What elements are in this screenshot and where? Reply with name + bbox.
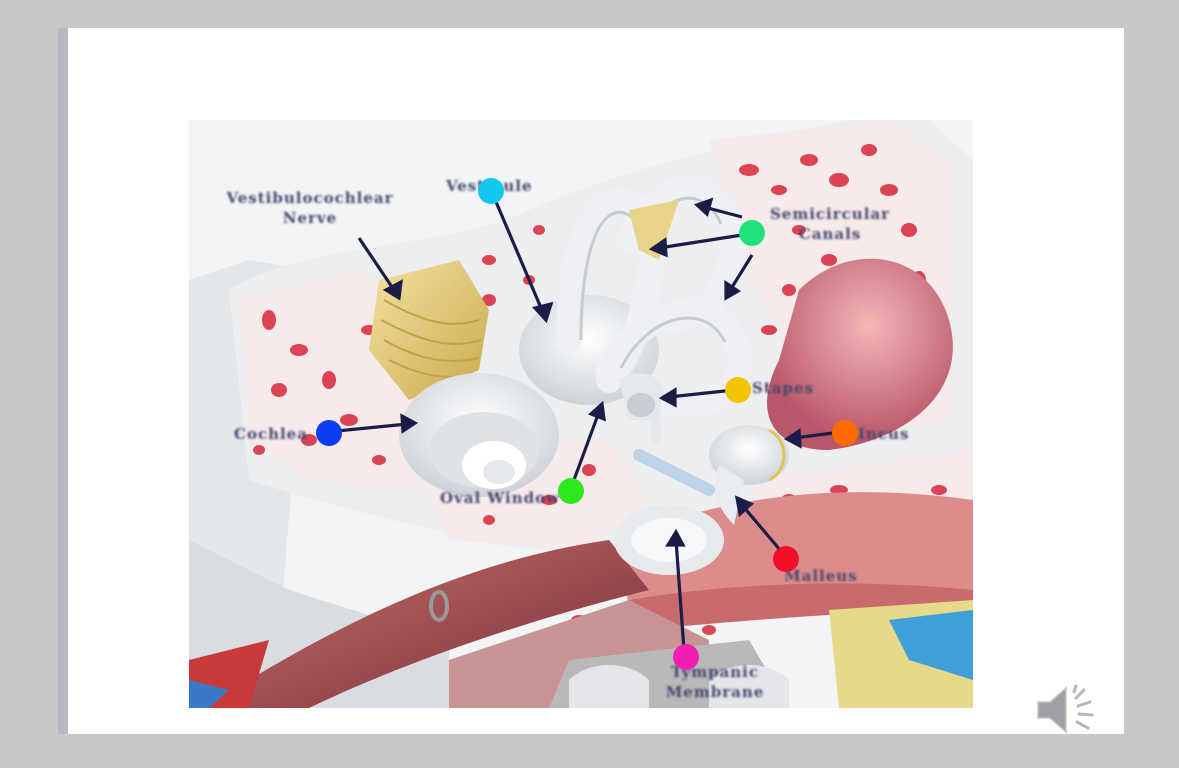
label-cochlea: Cochlea [234,425,308,443]
marker-semicircular-canals[interactable] [739,220,765,246]
label-malleus: Malleus [784,567,858,585]
label-semicircular-canals: Semicircular Canals [769,205,891,243]
label-vestibulocochlear-nerve: Vestibulocochlear Nerve [226,189,394,227]
label-incus: Incus [858,425,910,443]
marker-malleus[interactable] [773,546,799,572]
label-vestibule: Vestibule [446,176,566,196]
label-stapes: Stapes [752,379,814,397]
ear-model-image [189,120,973,708]
label-tympanic-membrane: Tympanic Membrane [665,663,765,701]
marker-oval-window[interactable] [558,478,584,504]
speaker-icon[interactable] [1034,684,1104,736]
marker-stapes[interactable] [725,377,751,403]
marker-vestibule[interactable] [478,178,504,204]
marker-incus[interactable] [832,420,858,446]
marker-tympanic-membrane[interactable] [673,644,699,670]
marker-cochlea[interactable] [316,420,342,446]
label-oval-window: Oval Window [440,489,561,507]
